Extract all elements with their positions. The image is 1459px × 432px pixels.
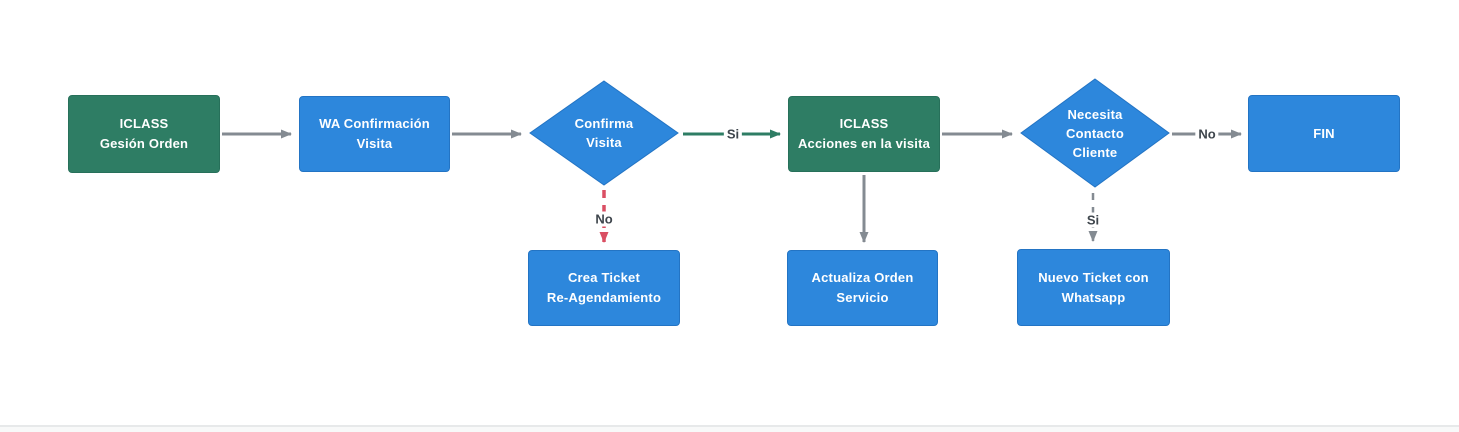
diamond-shape (1020, 78, 1170, 188)
node-label: Nuevo Ticket con Whatsapp (1038, 269, 1149, 305)
node-label: WA Confirmación Visita (319, 116, 430, 151)
node-iclass-acciones-visita[interactable]: ICLASS Acciones en la visita (788, 96, 940, 172)
node-wa-confirmacion-visita[interactable]: WA Confirmación Visita (299, 96, 450, 172)
node-fin[interactable]: FIN (1248, 95, 1400, 172)
node-confirma-visita[interactable]: Confirma Visita (529, 80, 679, 186)
diamond-shape (529, 80, 679, 186)
node-nuevo-ticket-whatsapp[interactable]: Nuevo Ticket con Whatsapp (1017, 249, 1170, 326)
edge-label-no-confirma: No (592, 211, 616, 227)
node-label: ICLASS Gesión Orden (99, 116, 189, 151)
edge-label-si-confirma: Si (723, 126, 743, 142)
node-label: Necesita Contacto Cliente (1066, 106, 1124, 160)
node-label: Confirma Visita (574, 116, 634, 150)
node-crea-ticket-reagendamiento[interactable]: Crea Ticket Re-Agendamiento (528, 250, 680, 326)
edge-label-si-necesita: Si (1083, 212, 1103, 228)
node-label: Actualiza Orden Servicio (811, 270, 914, 305)
footer-area (0, 427, 1459, 432)
node-necesita-contacto-cliente[interactable]: Necesita Contacto Cliente (1020, 78, 1170, 188)
node-label: ICLASS Acciones en la visita (797, 116, 931, 151)
node-iclass-gesion-orden[interactable]: ICLASS Gesión Orden (68, 95, 220, 173)
node-label: FIN (1313, 125, 1335, 141)
footer-divider (0, 425, 1459, 427)
node-actualiza-orden-servicio[interactable]: Actualiza Orden Servicio (787, 250, 938, 326)
node-label: Crea Ticket Re-Agendamiento (546, 270, 662, 305)
edge-label-no-necesita: No (1195, 126, 1219, 142)
